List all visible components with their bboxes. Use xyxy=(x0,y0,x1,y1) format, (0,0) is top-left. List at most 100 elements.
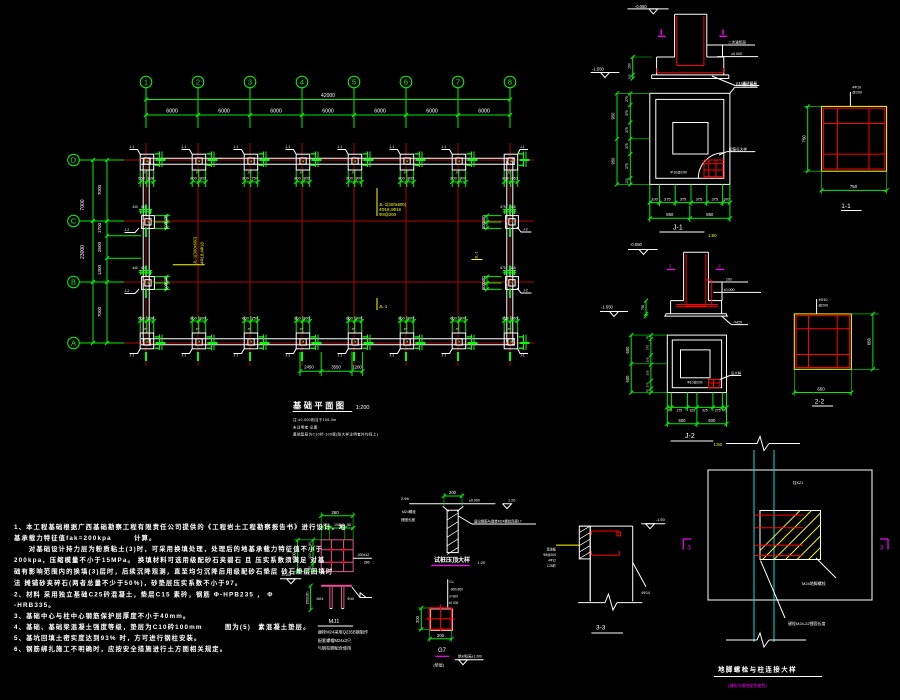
svg-text:J7: J7 xyxy=(247,327,251,331)
svg-text:6000: 6000 xyxy=(478,109,490,115)
svg-text:对基础设计持力层为粉质粘土(3)时，可采用换填处理，处理后的: 对基础设计持力层为粉质粘土(3)时，可采用换填处理，处理后的地基承载力特征值不小… xyxy=(14,544,323,553)
svg-text:605: 605 xyxy=(141,266,147,270)
svg-text:x=300: x=300 xyxy=(449,595,458,599)
svg-text:800: 800 xyxy=(190,316,197,321)
svg-text:G.L: G.L xyxy=(449,580,454,584)
svg-text:275: 275 xyxy=(646,345,650,350)
svg-text:4Φ18;4Φ18: 4Φ18;4Φ18 xyxy=(200,242,205,264)
svg-text:-HRB335。: -HRB335。 xyxy=(14,602,56,609)
svg-text:J7: J7 xyxy=(299,171,303,175)
svg-text:800: 800 xyxy=(346,176,353,181)
svg-text:838: 838 xyxy=(502,316,509,321)
svg-text:600: 600 xyxy=(481,215,486,223)
svg-text:(垫层): (垫层) xyxy=(433,662,444,668)
svg-text:J-1: J-1 xyxy=(286,145,291,149)
svg-text:1:50: 1:50 xyxy=(714,442,723,447)
svg-text:275: 275 xyxy=(625,163,629,169)
svg-text:JL-1: JL-1 xyxy=(474,250,479,259)
svg-text:675: 675 xyxy=(500,205,506,209)
svg-text:838: 838 xyxy=(147,316,154,321)
svg-text:J-1: J-1 xyxy=(673,225,683,232)
svg-text:2450: 2450 xyxy=(304,365,314,370)
svg-text:@200: @200 xyxy=(819,304,829,308)
svg-text:100: 100 xyxy=(651,196,658,201)
svg-text:J7: J7 xyxy=(403,327,407,331)
svg-text:650: 650 xyxy=(866,337,871,345)
svg-text:42000: 42000 xyxy=(321,93,335,99)
svg-text:663: 663 xyxy=(138,316,145,321)
svg-text:50: 50 xyxy=(308,542,312,546)
svg-text:600: 600 xyxy=(708,418,716,423)
svg-text:J7: J7 xyxy=(455,327,459,331)
svg-text:100: 100 xyxy=(334,523,340,527)
svg-text:2-2: 2-2 xyxy=(815,399,825,406)
svg-text:260: 260 xyxy=(331,510,339,515)
svg-text:与钢柱脚配合使用: 与钢柱脚配合使用 xyxy=(318,645,352,652)
svg-text:J7: J7 xyxy=(351,327,355,331)
svg-text:2: 2 xyxy=(718,263,721,268)
svg-text:275: 275 xyxy=(625,96,629,102)
svg-text:800: 800 xyxy=(199,316,206,321)
svg-text:100: 100 xyxy=(726,278,732,282)
svg-text:±0.000: ±0.000 xyxy=(449,601,459,605)
svg-text:750: 750 xyxy=(251,316,258,321)
svg-text:100: 100 xyxy=(625,178,629,184)
svg-text:5、基坑回填土密实度达到93% 时，方可进行钢柱安装。: 5、基坑回填土密实度达到93% 时，方可进行钢柱安装。 xyxy=(14,633,201,642)
svg-text:C25砛: C25砛 xyxy=(547,563,557,568)
svg-text:100: 100 xyxy=(723,196,730,201)
svg-text:J7: J7 xyxy=(143,171,147,175)
svg-text:800: 800 xyxy=(450,176,457,181)
svg-text:J-2: J-2 xyxy=(523,289,528,293)
svg-text:375: 375 xyxy=(664,196,671,201)
svg-text:配筋见大样: 配筋见大样 xyxy=(729,146,747,151)
svg-text:J7: J7 xyxy=(195,171,199,175)
svg-text:J-1: J-1 xyxy=(442,145,447,149)
svg-text:600: 600 xyxy=(164,221,169,229)
svg-text:600: 600 xyxy=(164,215,169,223)
svg-text:375: 375 xyxy=(711,196,718,201)
svg-text:注:±0.000相当于105.3m: 注:±0.000相当于105.3m xyxy=(293,417,336,422)
svg-text:C10素砛垫层: C10素砛垫层 xyxy=(736,80,757,85)
svg-text:800: 800 xyxy=(190,176,197,181)
svg-text:1: 1 xyxy=(669,263,672,268)
svg-text:@200: @200 xyxy=(852,91,862,95)
svg-text:二次涵浆层: 二次涵浆层 xyxy=(728,40,746,45)
svg-text:7000: 7000 xyxy=(97,184,102,195)
svg-text:J-1: J-1 xyxy=(234,354,239,358)
svg-text:J7: J7 xyxy=(247,171,251,175)
svg-text:275: 275 xyxy=(715,408,721,412)
svg-text:-0.050: -0.050 xyxy=(635,4,648,9)
svg-text:6000: 6000 xyxy=(322,109,334,115)
svg-text:J-1: J-1 xyxy=(130,145,135,149)
svg-text:配套螺帽M24x3只: 配套螺帽M24x3只 xyxy=(318,637,352,644)
svg-text:键栓M24采用Q235B钢制作: 键栓M24采用Q235B钢制作 xyxy=(318,629,369,636)
svg-text:J-1: J-1 xyxy=(182,354,187,358)
svg-text:200: 200 xyxy=(415,615,420,623)
svg-text:440: 440 xyxy=(132,266,138,270)
svg-text:J7: J7 xyxy=(195,327,199,331)
svg-text:J7: J7 xyxy=(507,327,511,331)
svg-text:100: 100 xyxy=(628,74,632,79)
svg-text:1.20: 1.20 xyxy=(508,499,515,503)
svg-text:础有影响范围内的换填(3)层时，后续沉降观测，直至均匀沉降后: 础有影响范围内的换填(3)层时，后续沉降观测，直至均匀沉降后用级配砂石垫层 砂石… xyxy=(14,567,333,576)
svg-text:-1.550: -1.550 xyxy=(601,305,614,310)
svg-text:J-1: J-1 xyxy=(520,145,525,149)
svg-text:J-1: J-1 xyxy=(390,354,395,358)
svg-text:4、基础、基础梁混凝土强度等级，垫层为C10砛100mm: 4、基础、基础梁混凝土强度等级，垫层为C10砛100mm 图为(5) 素混凝土垫… xyxy=(14,622,311,631)
svg-text:800: 800 xyxy=(398,316,405,321)
svg-text:J-1: J-1 xyxy=(234,145,239,149)
svg-text:J-1: J-1 xyxy=(130,354,135,358)
svg-text:G7: G7 xyxy=(438,648,447,654)
svg-text:800: 800 xyxy=(459,316,466,321)
svg-text:法 摊铺砂夹碎石(两者总量不少于50%)，砂垫层压实系数不小: 法 摊铺砂夹碎石(两者总量不少于50%)，砂垫层压实系数不小于97。 xyxy=(14,578,242,587)
svg-text:600: 600 xyxy=(164,276,169,284)
svg-text:600: 600 xyxy=(481,276,486,284)
svg-text:275: 275 xyxy=(646,382,650,387)
svg-text:70: 70 xyxy=(723,408,727,412)
svg-text:J7: J7 xyxy=(507,171,511,175)
svg-text:325: 325 xyxy=(702,408,708,412)
svg-text:J-1: J-1 xyxy=(390,145,395,149)
svg-text:650: 650 xyxy=(817,386,825,391)
svg-text:C: C xyxy=(71,217,77,226)
svg-text:600: 600 xyxy=(679,418,687,423)
